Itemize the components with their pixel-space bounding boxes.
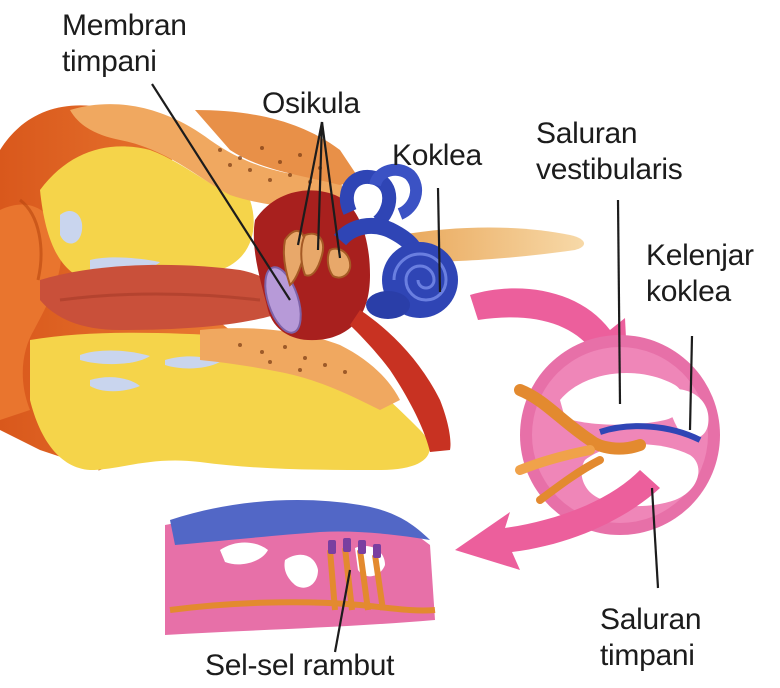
label-sel-sel-rambut: Sel-sel rambut bbox=[205, 649, 395, 682]
arrow-to-organ-of-corti bbox=[455, 470, 660, 570]
cochlea-cross-section bbox=[514, 335, 720, 535]
label-membran-timpani: Membran timpani bbox=[62, 8, 187, 80]
ear-canal bbox=[40, 264, 290, 330]
label-kelenjar-koklea-line1: Kelenjar bbox=[646, 239, 754, 272]
label-osikula: Osikula bbox=[262, 87, 360, 120]
label-kelenjar-koklea: Kelenjar koklea bbox=[646, 238, 754, 310]
upper-temporal-bone bbox=[40, 146, 254, 280]
label-koklea: Koklea bbox=[392, 139, 482, 172]
organ-of-corti bbox=[165, 500, 436, 635]
label-saluran-timpani-line1: Saluran bbox=[600, 603, 702, 636]
label-membran-timpani-line2: timpani bbox=[62, 45, 157, 78]
label-saluran-vestibularis: Saluran vestibularis bbox=[536, 116, 683, 188]
label-saluran-timpani-line2: timpani bbox=[600, 639, 695, 672]
eustachian-tube bbox=[350, 310, 451, 452]
upper-tissue bbox=[70, 104, 350, 210]
label-membran-timpani-line1: Membran bbox=[62, 9, 187, 42]
label-kelenjar-koklea-line2: koklea bbox=[646, 275, 731, 308]
label-saluran-vestibularis-line1: Saluran bbox=[536, 117, 638, 150]
label-saluran-vestibularis-line2: vestibularis bbox=[536, 153, 683, 186]
leader-lines bbox=[151, 83, 694, 653]
label-saluran-timpani: Saluran timpani bbox=[600, 602, 702, 674]
